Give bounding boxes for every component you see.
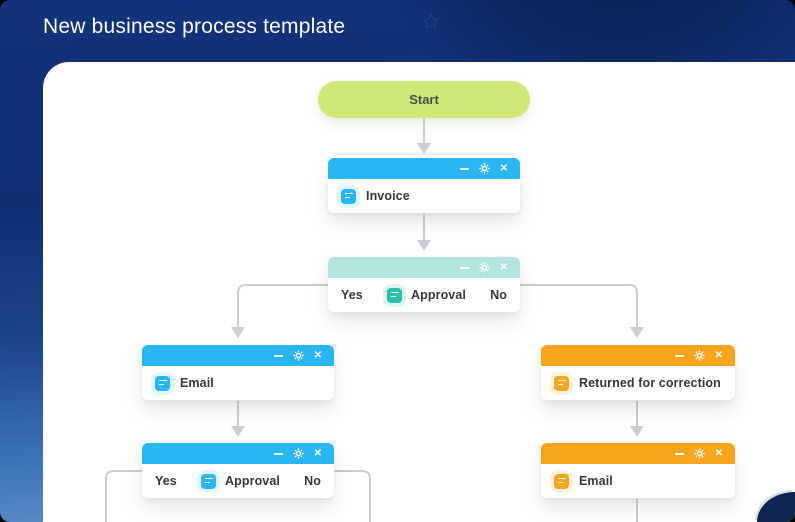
flow-node-email-2[interactable]: ✕ Email bbox=[541, 443, 735, 498]
node-titlebar: ✕ bbox=[541, 345, 735, 366]
close-icon[interactable]: ✕ bbox=[313, 349, 322, 361]
document-icon bbox=[554, 375, 569, 391]
node-body: Returned for correction bbox=[541, 366, 735, 400]
branch-no-label[interactable]: No bbox=[304, 474, 321, 488]
node-label: Approval bbox=[411, 288, 466, 302]
settings-gear-icon[interactable] bbox=[478, 163, 490, 174]
document-icon bbox=[201, 473, 216, 489]
node-label: Email bbox=[180, 376, 214, 390]
node-body: Yes Approval No bbox=[142, 464, 334, 498]
document-icon bbox=[554, 473, 569, 489]
start-node-label: Start bbox=[409, 92, 439, 107]
flow-node-approval-1[interactable]: ✕ Yes Approval No bbox=[328, 257, 520, 312]
minimize-icon[interactable] bbox=[273, 354, 283, 357]
close-icon[interactable]: ✕ bbox=[499, 162, 508, 174]
start-node[interactable]: Start bbox=[318, 81, 530, 118]
settings-gear-icon[interactable] bbox=[292, 350, 304, 361]
close-icon[interactable]: ✕ bbox=[313, 447, 322, 459]
node-titlebar: ✕ bbox=[541, 443, 735, 464]
document-icon bbox=[341, 188, 356, 204]
node-body: Yes Approval No bbox=[328, 278, 520, 312]
minimize-icon[interactable] bbox=[674, 452, 684, 455]
document-icon bbox=[387, 287, 402, 303]
node-body: Invoice bbox=[328, 179, 520, 213]
minimize-icon[interactable] bbox=[459, 167, 469, 170]
titlebar: New business process template bbox=[0, 0, 795, 62]
flow-node-email-1[interactable]: ✕ Email bbox=[142, 345, 334, 400]
minimize-icon[interactable] bbox=[674, 354, 684, 357]
settings-gear-icon[interactable] bbox=[693, 350, 705, 361]
node-titlebar: ✕ bbox=[328, 257, 520, 278]
flow-node-returned-for-correction[interactable]: ✕ Returned for correction bbox=[541, 345, 735, 400]
node-titlebar: ✕ bbox=[142, 345, 334, 366]
node-label: Email bbox=[579, 474, 613, 488]
flow-node-approval-2[interactable]: ✕ Yes Approval No bbox=[142, 443, 334, 498]
node-label: Returned for correction bbox=[579, 376, 721, 390]
document-icon bbox=[155, 375, 170, 391]
close-icon[interactable]: ✕ bbox=[714, 447, 723, 459]
settings-gear-icon[interactable] bbox=[292, 448, 304, 459]
close-icon[interactable]: ✕ bbox=[499, 261, 508, 273]
branch-no-label[interactable]: No bbox=[490, 288, 507, 302]
minimize-icon[interactable] bbox=[459, 266, 469, 269]
branch-yes-label[interactable]: Yes bbox=[341, 288, 363, 302]
node-body: Email bbox=[142, 366, 334, 400]
node-label: Invoice bbox=[366, 189, 410, 203]
node-titlebar: ✕ bbox=[328, 158, 520, 179]
settings-gear-icon[interactable] bbox=[478, 262, 490, 273]
favorite-star-icon[interactable] bbox=[420, 11, 442, 33]
node-body: Email bbox=[541, 464, 735, 498]
node-titlebar: ✕ bbox=[142, 443, 334, 464]
settings-gear-icon[interactable] bbox=[693, 448, 705, 459]
minimize-icon[interactable] bbox=[273, 452, 283, 455]
close-icon[interactable]: ✕ bbox=[714, 349, 723, 361]
node-label: Approval bbox=[225, 474, 280, 488]
branch-yes-label[interactable]: Yes bbox=[155, 474, 177, 488]
flow-node-invoice[interactable]: ✕ Invoice bbox=[328, 158, 520, 213]
page-title: New business process template bbox=[43, 15, 346, 38]
